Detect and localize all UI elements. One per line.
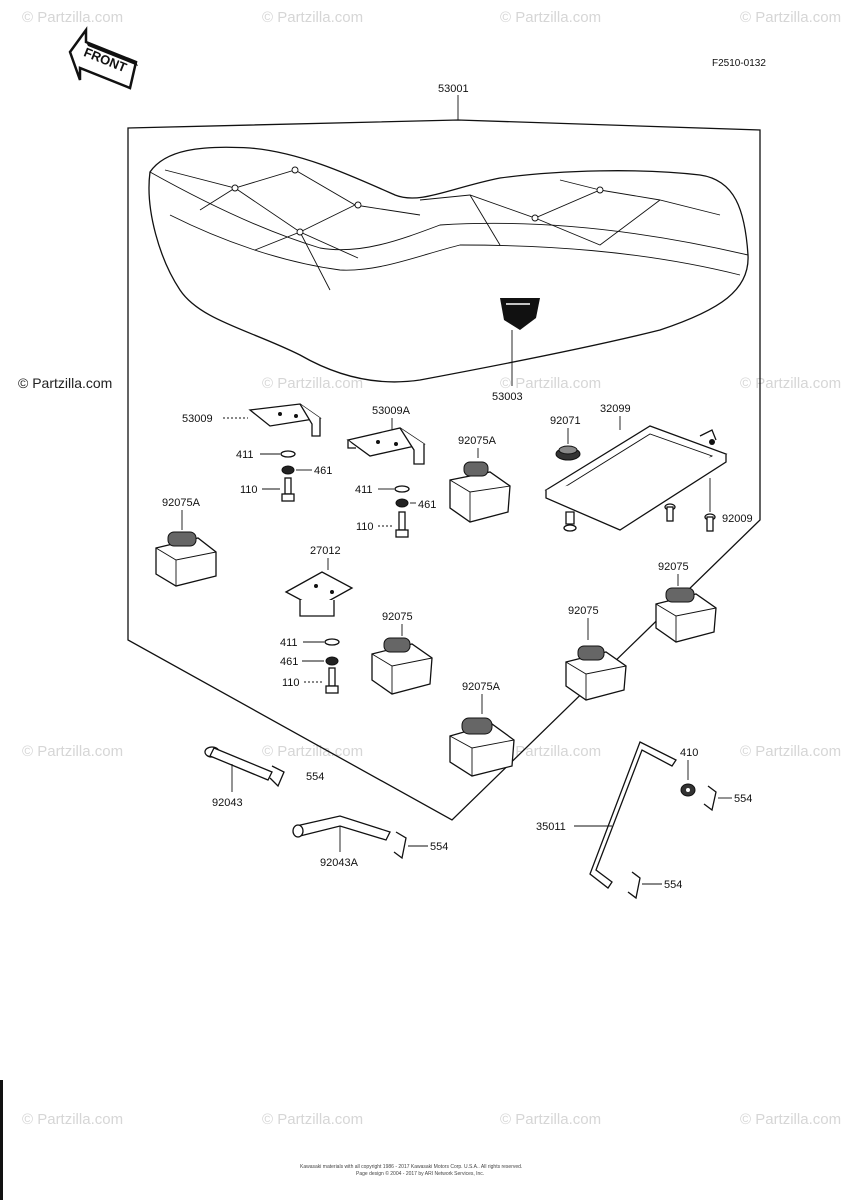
damper-92075 [371,637,433,695]
grommet-92071 [555,445,581,461]
clip-554 [627,871,641,900]
watermark: © Partzilla.com [740,743,841,760]
label-110: 110 [356,521,374,533]
bracket-27012 [284,571,354,617]
watermark: © Partzilla.com [22,1111,123,1128]
label-554: 554 [734,793,752,805]
label-53001: 53001 [438,83,469,95]
copyright-line2: Page design © 2004 - 2017 by ARI Network… [356,1170,484,1177]
damper-92075a [449,717,515,777]
watermark: © Partzilla.com [740,375,841,392]
label-53009: 53009 [182,413,213,425]
watermark: © Partzilla.com [262,1111,363,1128]
diagram-id: F2510-0132 [712,58,766,69]
label-411: 411 [355,484,373,496]
watermark-row-mid: © Partzilla.com © Partzilla.com © Partzi… [18,375,841,392]
bolt-110 [325,667,339,694]
label-410: 410 [680,747,698,759]
watermark: © Partzilla.com [262,9,363,26]
label-554: 554 [430,841,448,853]
watermark-row-bottom: © Partzilla.com © Partzilla.com © Partzi… [22,1111,841,1128]
watermark-side: © Partzilla.com [18,375,112,391]
label-554: 554 [664,879,682,891]
bolt-110 [395,511,409,538]
bracket-53009a [346,427,426,465]
nut-410 [680,783,696,797]
label-92071: 92071 [550,415,581,427]
rod-35011 [589,741,677,889]
pin-92043 [204,746,273,781]
label-92009: 92009 [722,513,753,525]
watermark: © Partzilla.com [22,743,123,760]
label-461: 461 [418,499,436,511]
watermark: © Partzilla.com [500,1111,601,1128]
watermark: © Partzilla.com [500,9,601,26]
label-461: 461 [280,656,298,668]
clip-554 [703,785,717,812]
seat-53001 [148,146,749,383]
clip-554 [269,765,285,788]
label-35011: 35011 [536,821,566,833]
label-27012: 27012 [310,545,341,557]
watermark: © Partzilla.com [740,1111,841,1128]
screw-92009 [664,503,716,532]
label-53009a: 53009A [372,405,411,417]
watermark: © Partzilla.com [22,9,123,26]
label-110: 110 [240,484,258,496]
watermark: © Partzilla.com [500,743,601,760]
watermark: © Partzilla.com [262,743,363,760]
label-92075a: 92075A [462,681,501,693]
seat-tag-53003 [500,298,540,330]
label-461: 461 [314,465,332,477]
copyright-line1: Kawasaki materials with all copyright 19… [300,1164,522,1170]
seat-quilt-pattern [164,166,721,291]
label-92075a: 92075A [162,497,201,509]
label-92043a: 92043A [320,857,359,869]
watermark: © Partzilla.com [500,375,601,392]
watermark-row-low: © Partzilla.com © Partzilla.com © Partzi… [22,743,841,760]
label-110: 110 [282,677,300,689]
label-32099: 32099 [600,403,631,415]
label-411: 411 [280,637,298,649]
label-92075: 92075 [658,561,689,573]
front-arrow-icon: FRONT [68,26,138,90]
label-411: 411 [236,449,254,461]
pin-92043a [292,815,391,841]
label-92075a: 92075A [458,435,497,447]
clip-554 [393,831,407,860]
damper-92075 [565,645,627,701]
edge-bar [0,1080,3,1200]
label-92075: 92075 [382,611,413,623]
watermark: © Partzilla.com [262,375,363,392]
label-53003: 53003 [492,391,523,403]
tray-32099 [544,425,728,532]
watermark: © Partzilla.com [740,9,841,26]
damper-92075a [449,461,511,523]
damper-92075a [155,531,217,587]
label-92075: 92075 [568,605,599,617]
bolt-110 [281,477,295,502]
label-92043: 92043 [212,797,243,809]
damper-92075 [655,587,717,643]
label-554: 554 [306,771,324,783]
bracket-53009 [248,403,322,437]
watermark-row-top: © Partzilla.com © Partzilla.com © Partzi… [22,9,841,26]
